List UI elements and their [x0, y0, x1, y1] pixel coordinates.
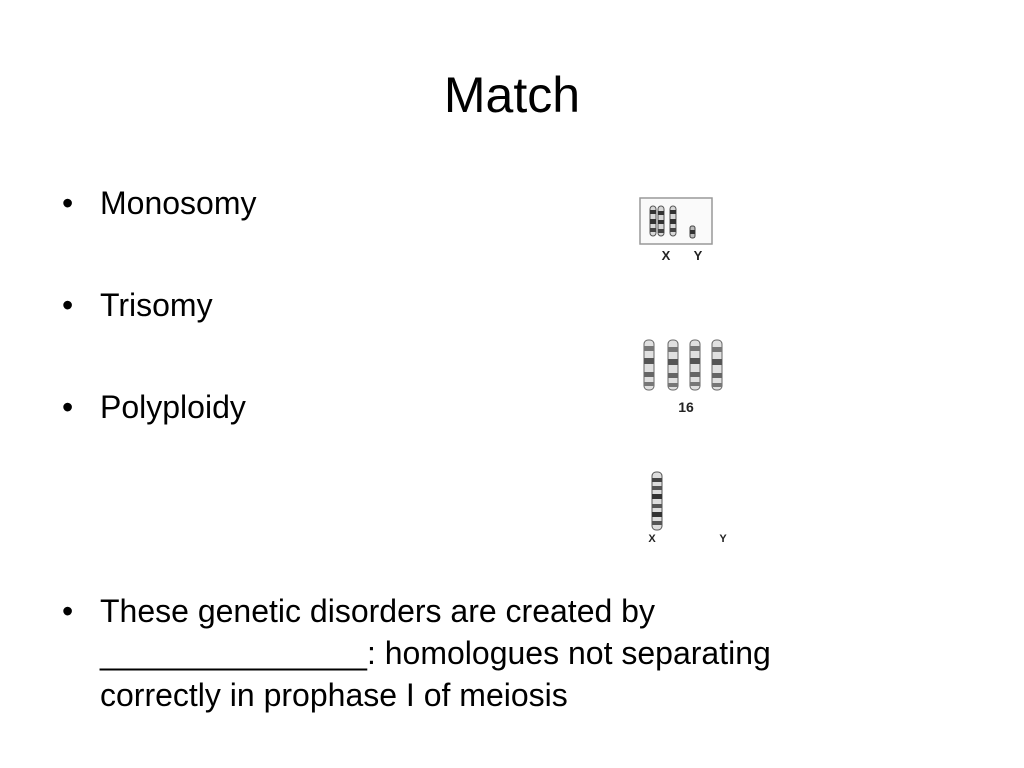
slide-title: Match — [443, 67, 581, 123]
chromosome-x-pair — [649, 205, 665, 237]
label-y: Y — [719, 533, 727, 545]
bullet-text: Monosomy — [100, 185, 257, 221]
karyotype-x-only-image: X Y — [636, 466, 736, 546]
label-y: Y — [694, 248, 703, 263]
chromosome-x-single — [651, 471, 663, 531]
chromosome-figure: X Y — [648, 471, 727, 545]
bullet-dot: • — [62, 287, 74, 323]
karyotype-16-image: 16 — [636, 336, 736, 420]
chromosome-16-group — [643, 339, 723, 391]
chromosome-figure: X Y — [639, 197, 713, 263]
chromosome-figure: 16 — [643, 339, 723, 415]
label-x: X — [648, 533, 656, 545]
label-16: 16 — [678, 399, 694, 415]
bullet-dot: • — [62, 389, 74, 425]
bullet-text: Trisomy — [100, 287, 213, 323]
bullet-text: These genetic disorders are created by _… — [100, 593, 771, 713]
chromosome-x-extra — [669, 205, 677, 237]
bullet-dot: • — [62, 593, 74, 629]
karyotype-xy-boxed-image: X Y — [636, 194, 720, 266]
chromosome-y — [689, 225, 696, 239]
label-x: X — [662, 248, 671, 263]
bullet-dot: • — [62, 185, 74, 221]
bullet-text: Polyploidy — [100, 389, 246, 425]
